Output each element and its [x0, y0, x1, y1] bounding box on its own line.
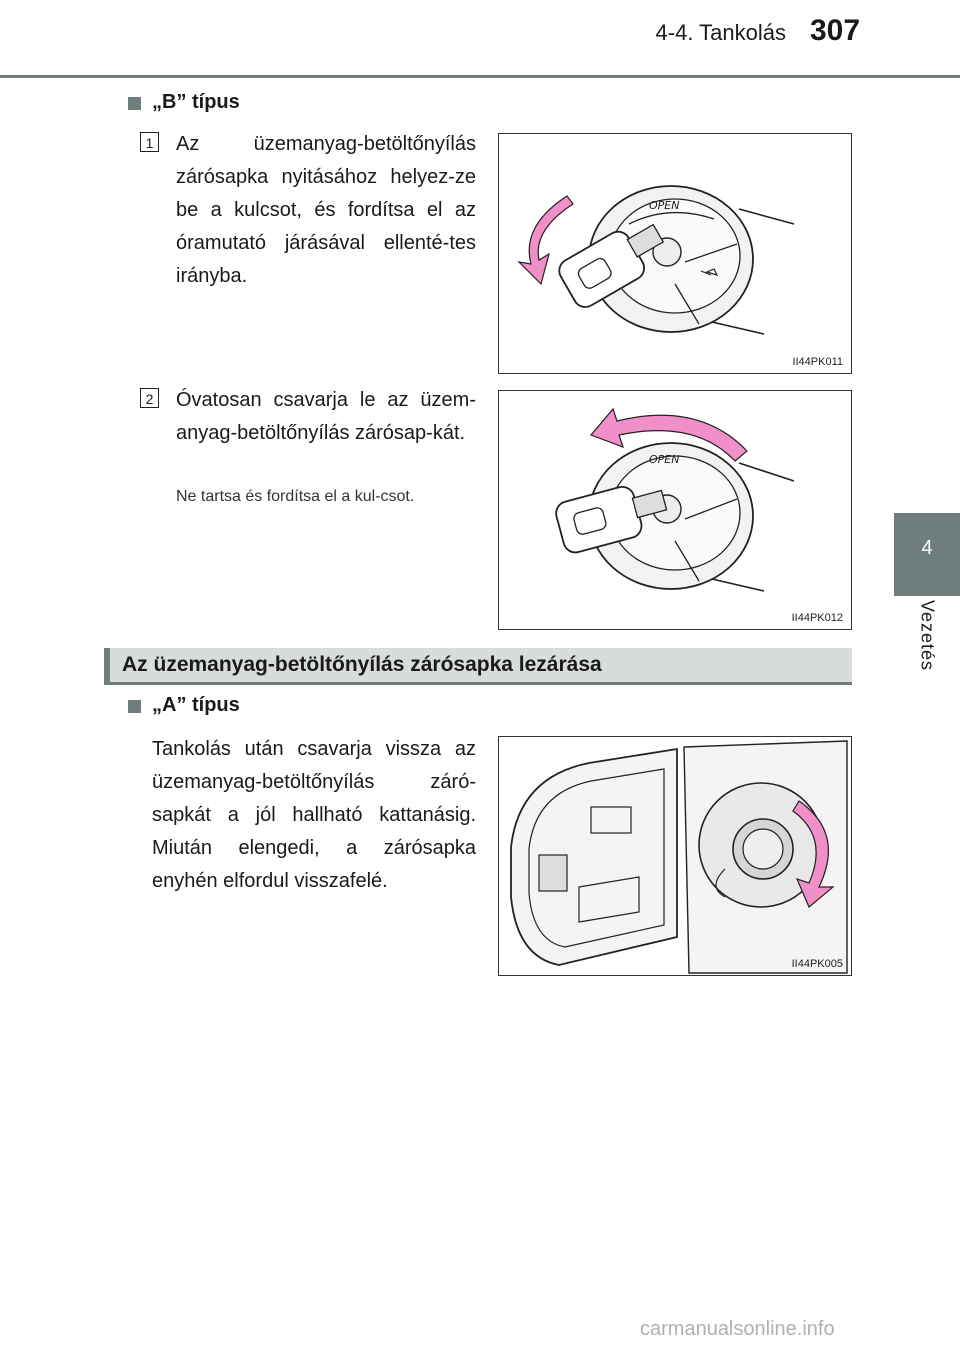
- bullet-square-icon: [128, 700, 141, 713]
- page-number: 307: [810, 14, 861, 47]
- open-mark-2: OPEN: [649, 453, 679, 466]
- key-turn-illustration: OPEN: [517, 185, 795, 335]
- header-section-title: 4-4. Tankolás: [655, 20, 786, 45]
- figure-cap-unscrew: OPEN II44PK012: [498, 390, 852, 630]
- step-2-badge: 2: [140, 388, 159, 408]
- chapter-label-wrapper: Vezetés: [894, 600, 960, 720]
- section-heading-bar: [104, 648, 852, 684]
- watermark: carmanualsonline.info: [640, 1318, 835, 1340]
- cap-unscrew-illustration: OPEN: [555, 407, 795, 592]
- header-divider: [0, 75, 960, 78]
- fuel-door-illustration: [510, 740, 848, 974]
- figure-fuel-door: II44PK005: [498, 736, 852, 976]
- section-heading-underline: [104, 682, 852, 685]
- type-b-heading: „B” típus: [152, 91, 240, 113]
- type-a-heading: „A” típus: [152, 694, 240, 716]
- bullet-square-icon: [128, 97, 141, 110]
- chapter-number: 4: [921, 537, 933, 559]
- chapter-label: Vezetés: [917, 600, 938, 672]
- figure-code-1: II44PK011: [792, 356, 843, 368]
- open-mark-1: OPEN: [649, 199, 679, 212]
- figure-code-2: II44PK012: [791, 612, 843, 624]
- step-2-text: Óvatosan csavarja le az üzem-anyag-betöl…: [176, 389, 476, 444]
- section-title: Az üzemanyag-betöltőnyílás zárósapka lez…: [122, 653, 602, 676]
- step-2-note: Ne tartsa és fordítsa el a kul-csot.: [176, 488, 415, 505]
- step-1-badge: 1: [140, 132, 159, 152]
- step-1-text: Az üzemanyag-betöltőnyílás zárósapka nyi…: [176, 133, 476, 287]
- chapter-tab: [894, 513, 960, 596]
- figure-code-3: II44PK005: [791, 958, 843, 970]
- type-a-text: Tankolás után csavarja vissza az üzemany…: [152, 738, 476, 892]
- figure-key-insert: OPEN II44PK011: [498, 133, 852, 374]
